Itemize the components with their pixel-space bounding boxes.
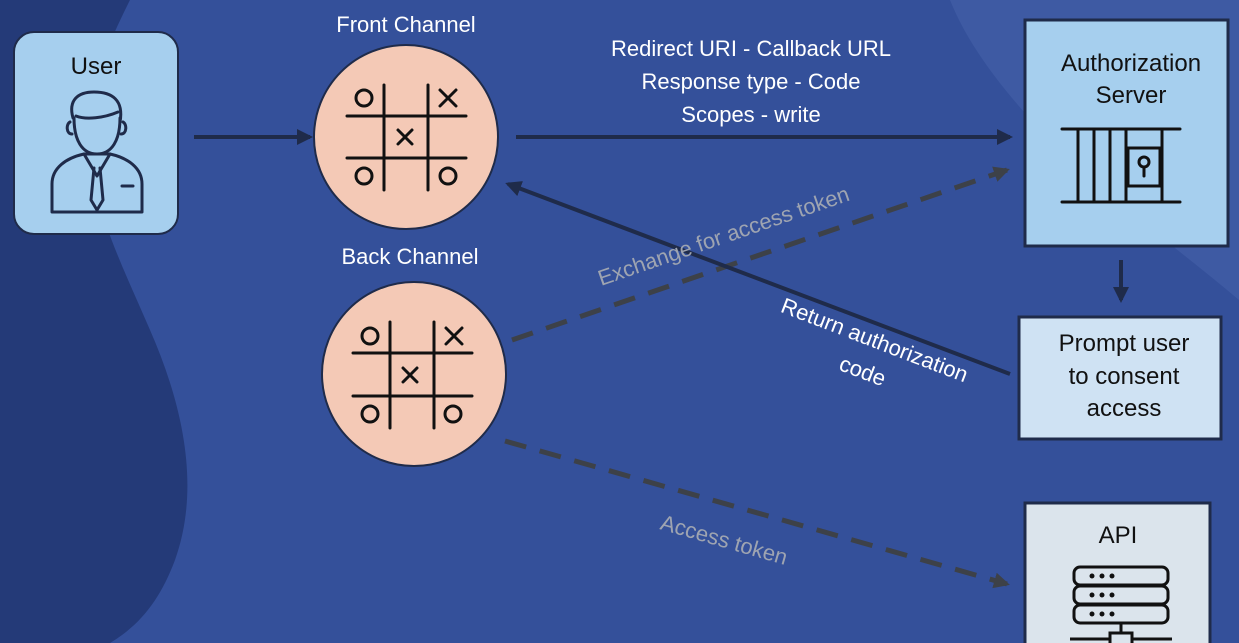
user-box [13, 31, 179, 235]
response-type-text: Response type - Code [642, 69, 861, 94]
consent-prompt-node: Prompt user to consent access [1017, 315, 1223, 441]
front-channel-node [313, 44, 499, 230]
scopes-text: Scopes - write [681, 102, 820, 127]
return-code-arrow [505, 181, 1011, 376]
api-box [1023, 501, 1212, 643]
tic-tac-toe-icon [351, 320, 474, 430]
back-channel-node [321, 281, 507, 467]
consent-prompt-line2: to consent [1069, 363, 1180, 390]
return-code-label-line2: code [836, 351, 890, 391]
server-rack-icon [1070, 565, 1172, 643]
access-token-label: Access token [658, 510, 791, 570]
api-node: API [1023, 501, 1212, 643]
consent-prompt-line1: Prompt user [1059, 330, 1190, 357]
authorization-server-label-line1: Authorization [1061, 50, 1201, 77]
consent-prompt-box [1017, 315, 1223, 441]
api-label: API [1099, 522, 1138, 549]
access-token-dashed-arrow [504, 438, 1010, 589]
user-label: User [71, 53, 122, 80]
authorization-server-label-line2: Server [1096, 82, 1167, 109]
user-node: User [13, 31, 179, 235]
front-channel-label: Front Channel [336, 12, 475, 37]
exchange-for-access-token-label: Exchange for access token [595, 181, 853, 291]
back-channel-label: Back Channel [342, 244, 479, 269]
consent-prompt-line3: access [1087, 395, 1162, 422]
authorization-server-node: Authorization Server [1023, 18, 1230, 248]
back-channel-circle [321, 281, 507, 467]
server-rack-lights [1089, 573, 1115, 617]
businessman-icon [50, 90, 144, 214]
redirect-uri-text: Redirect URI - Callback URL [611, 36, 891, 61]
vault-icon [1060, 127, 1182, 204]
exchange-token-dashed-arrow [511, 166, 1010, 343]
tic-tac-toe-icon [345, 83, 468, 192]
